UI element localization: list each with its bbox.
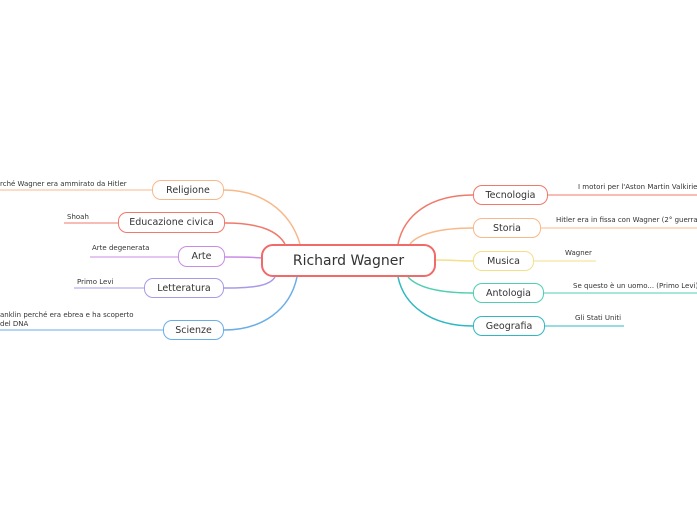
topic-storia-label: Storia	[493, 222, 521, 234]
topic-religione-label: Religione	[166, 184, 210, 196]
topic-tecnologia[interactable]: Tecnologia	[473, 185, 548, 205]
topic-storia[interactable]: Storia	[473, 218, 541, 238]
topic-arte[interactable]: Arte	[178, 246, 225, 267]
link-letteratura	[223, 276, 276, 289]
note-religione[interactable]: rché Wagner era ammirato da Hitler	[0, 180, 127, 188]
link-geografia	[397, 276, 474, 327]
topic-geografia[interactable]: Geografia	[473, 316, 545, 336]
topic-scienze-label: Scienze	[175, 324, 212, 336]
topic-religione[interactable]: Religione	[152, 180, 224, 200]
note-storia[interactable]: Hitler era in fissa con Wagner (2° guerr…	[556, 216, 697, 224]
note-arte[interactable]: Arte degenerata	[92, 244, 150, 252]
note-antologia[interactable]: Se questo è un uomo... (Primo Levi)	[573, 282, 697, 290]
topic-antologia[interactable]: Antologia	[473, 283, 544, 303]
link-educazione	[224, 222, 286, 245]
note-geografia[interactable]: Gli Stati Uniti	[575, 314, 622, 322]
link-antologia	[407, 276, 474, 294]
topic-letteratura-label: Letteratura	[157, 282, 211, 294]
link-musica	[435, 259, 474, 262]
central-topic-label: Richard Wagner	[292, 252, 405, 269]
topic-musica-label: Musica	[487, 255, 520, 267]
topic-arte-label: Arte	[191, 251, 212, 262]
link-arte	[224, 256, 263, 259]
note-musica[interactable]: Wagner	[565, 249, 592, 257]
topic-antologia-label: Antologia	[486, 287, 531, 299]
topic-musica[interactable]: Musica	[473, 251, 534, 271]
central-topic[interactable]: Richard Wagner	[261, 244, 436, 277]
topic-letteratura[interactable]: Letteratura	[144, 278, 224, 298]
note-scienze[interactable]: anklin perché era ebrea e ha scoperto de…	[0, 311, 134, 328]
topic-educazione-civica-label: Educazione civica	[129, 217, 214, 228]
note-educazione-civica[interactable]: Shoah	[67, 213, 89, 221]
link-storia	[409, 227, 474, 245]
note-letteratura[interactable]: Primo Levi	[77, 278, 114, 286]
topic-geografia-label: Geografia	[485, 320, 533, 332]
link-tecnologia	[397, 194, 474, 245]
topic-educazione-civica[interactable]: Educazione civica	[118, 212, 225, 233]
link-scienze	[223, 276, 298, 331]
topic-tecnologia-label: Tecnologia	[485, 189, 536, 201]
topic-scienze[interactable]: Scienze	[163, 320, 224, 340]
link-religione	[223, 189, 301, 245]
note-tecnologia[interactable]: I motori per l'Aston Martin Valkirie	[578, 183, 697, 191]
